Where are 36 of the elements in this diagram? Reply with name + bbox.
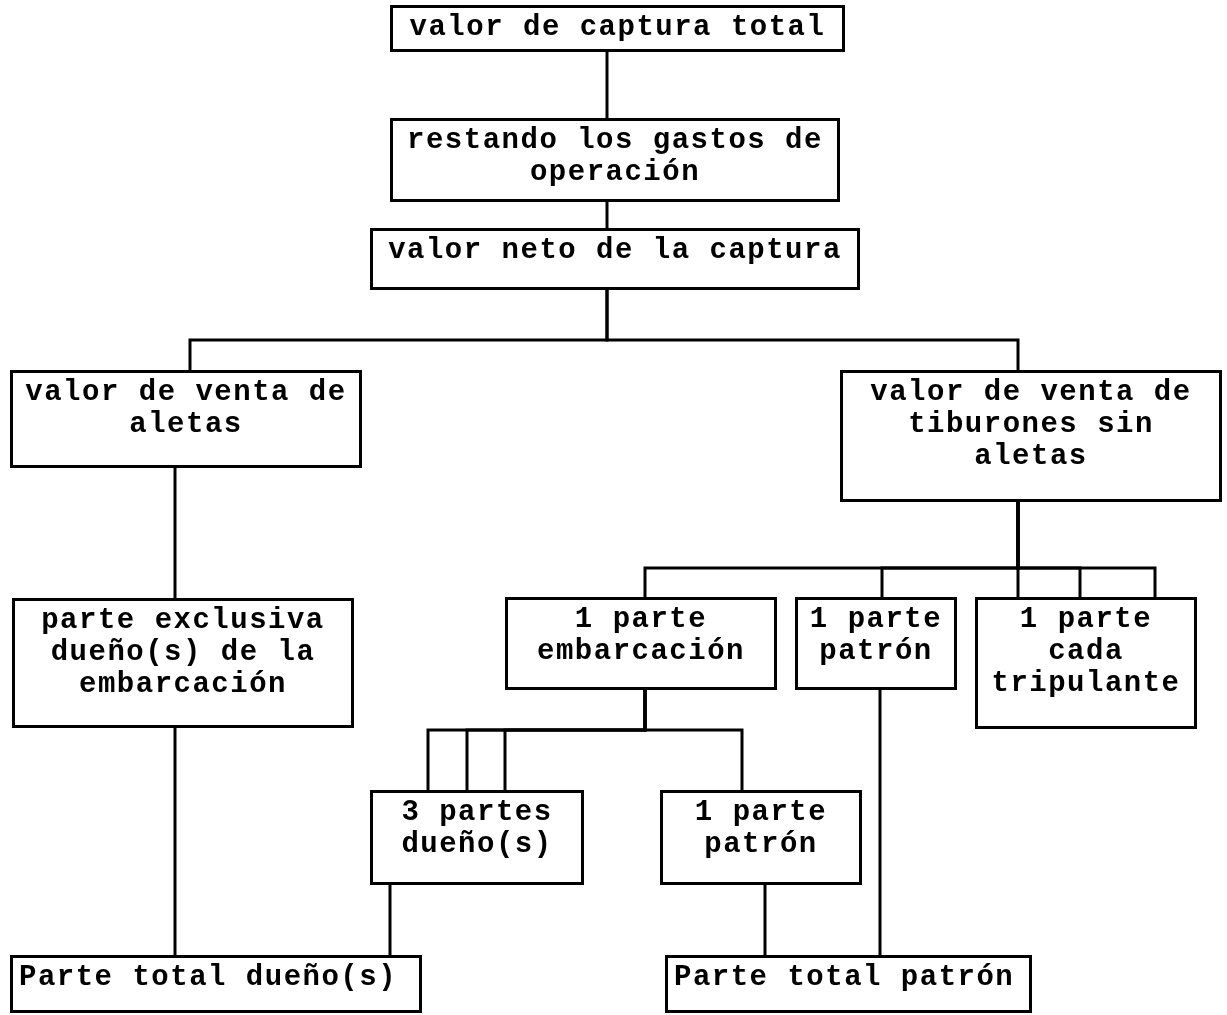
box-label: restando los gastos de operación xyxy=(406,125,824,189)
connector-line xyxy=(605,290,1020,370)
box-label: 1 parte cada tripulante xyxy=(990,604,1182,700)
text-box xyxy=(370,790,584,885)
box-label: valor de venta de aletas xyxy=(24,377,348,441)
box-label: 1 parte embarcación xyxy=(536,604,746,668)
connector-line xyxy=(605,52,609,118)
connector-line xyxy=(878,690,882,955)
text-box xyxy=(975,597,1197,729)
box-label: parte exclusiva dueño(s) de la embarcación xyxy=(40,605,326,701)
text-box xyxy=(795,597,957,690)
box-label: 1 parte patrón xyxy=(693,797,829,861)
box-label: valor de captura total xyxy=(409,12,826,44)
text-box xyxy=(390,5,845,52)
text-box xyxy=(390,118,840,202)
text-box xyxy=(665,955,1032,1013)
connector-line xyxy=(173,468,177,598)
box-label: 1 parte patrón xyxy=(808,604,944,668)
connector-line xyxy=(173,728,177,955)
box-label: 3 partes dueño(s) xyxy=(400,797,554,861)
text-box xyxy=(660,790,862,885)
connector-line xyxy=(388,885,392,955)
text-box xyxy=(10,370,362,468)
box-label: Parte total dueño(s) xyxy=(19,962,398,994)
connector-line xyxy=(763,885,767,955)
text-box xyxy=(12,598,354,728)
text-box xyxy=(370,228,860,290)
text-box xyxy=(840,370,1222,502)
text-box xyxy=(505,597,777,690)
connector-line xyxy=(605,202,609,228)
box-label: valor neto de la captura xyxy=(388,235,842,267)
box-label: Parte total patrón xyxy=(674,962,1015,994)
connector-line xyxy=(1016,502,1157,597)
box-label: valor de venta de tiburones sin aletas xyxy=(869,377,1193,473)
text-box xyxy=(10,955,422,1013)
connector-line xyxy=(643,690,744,790)
